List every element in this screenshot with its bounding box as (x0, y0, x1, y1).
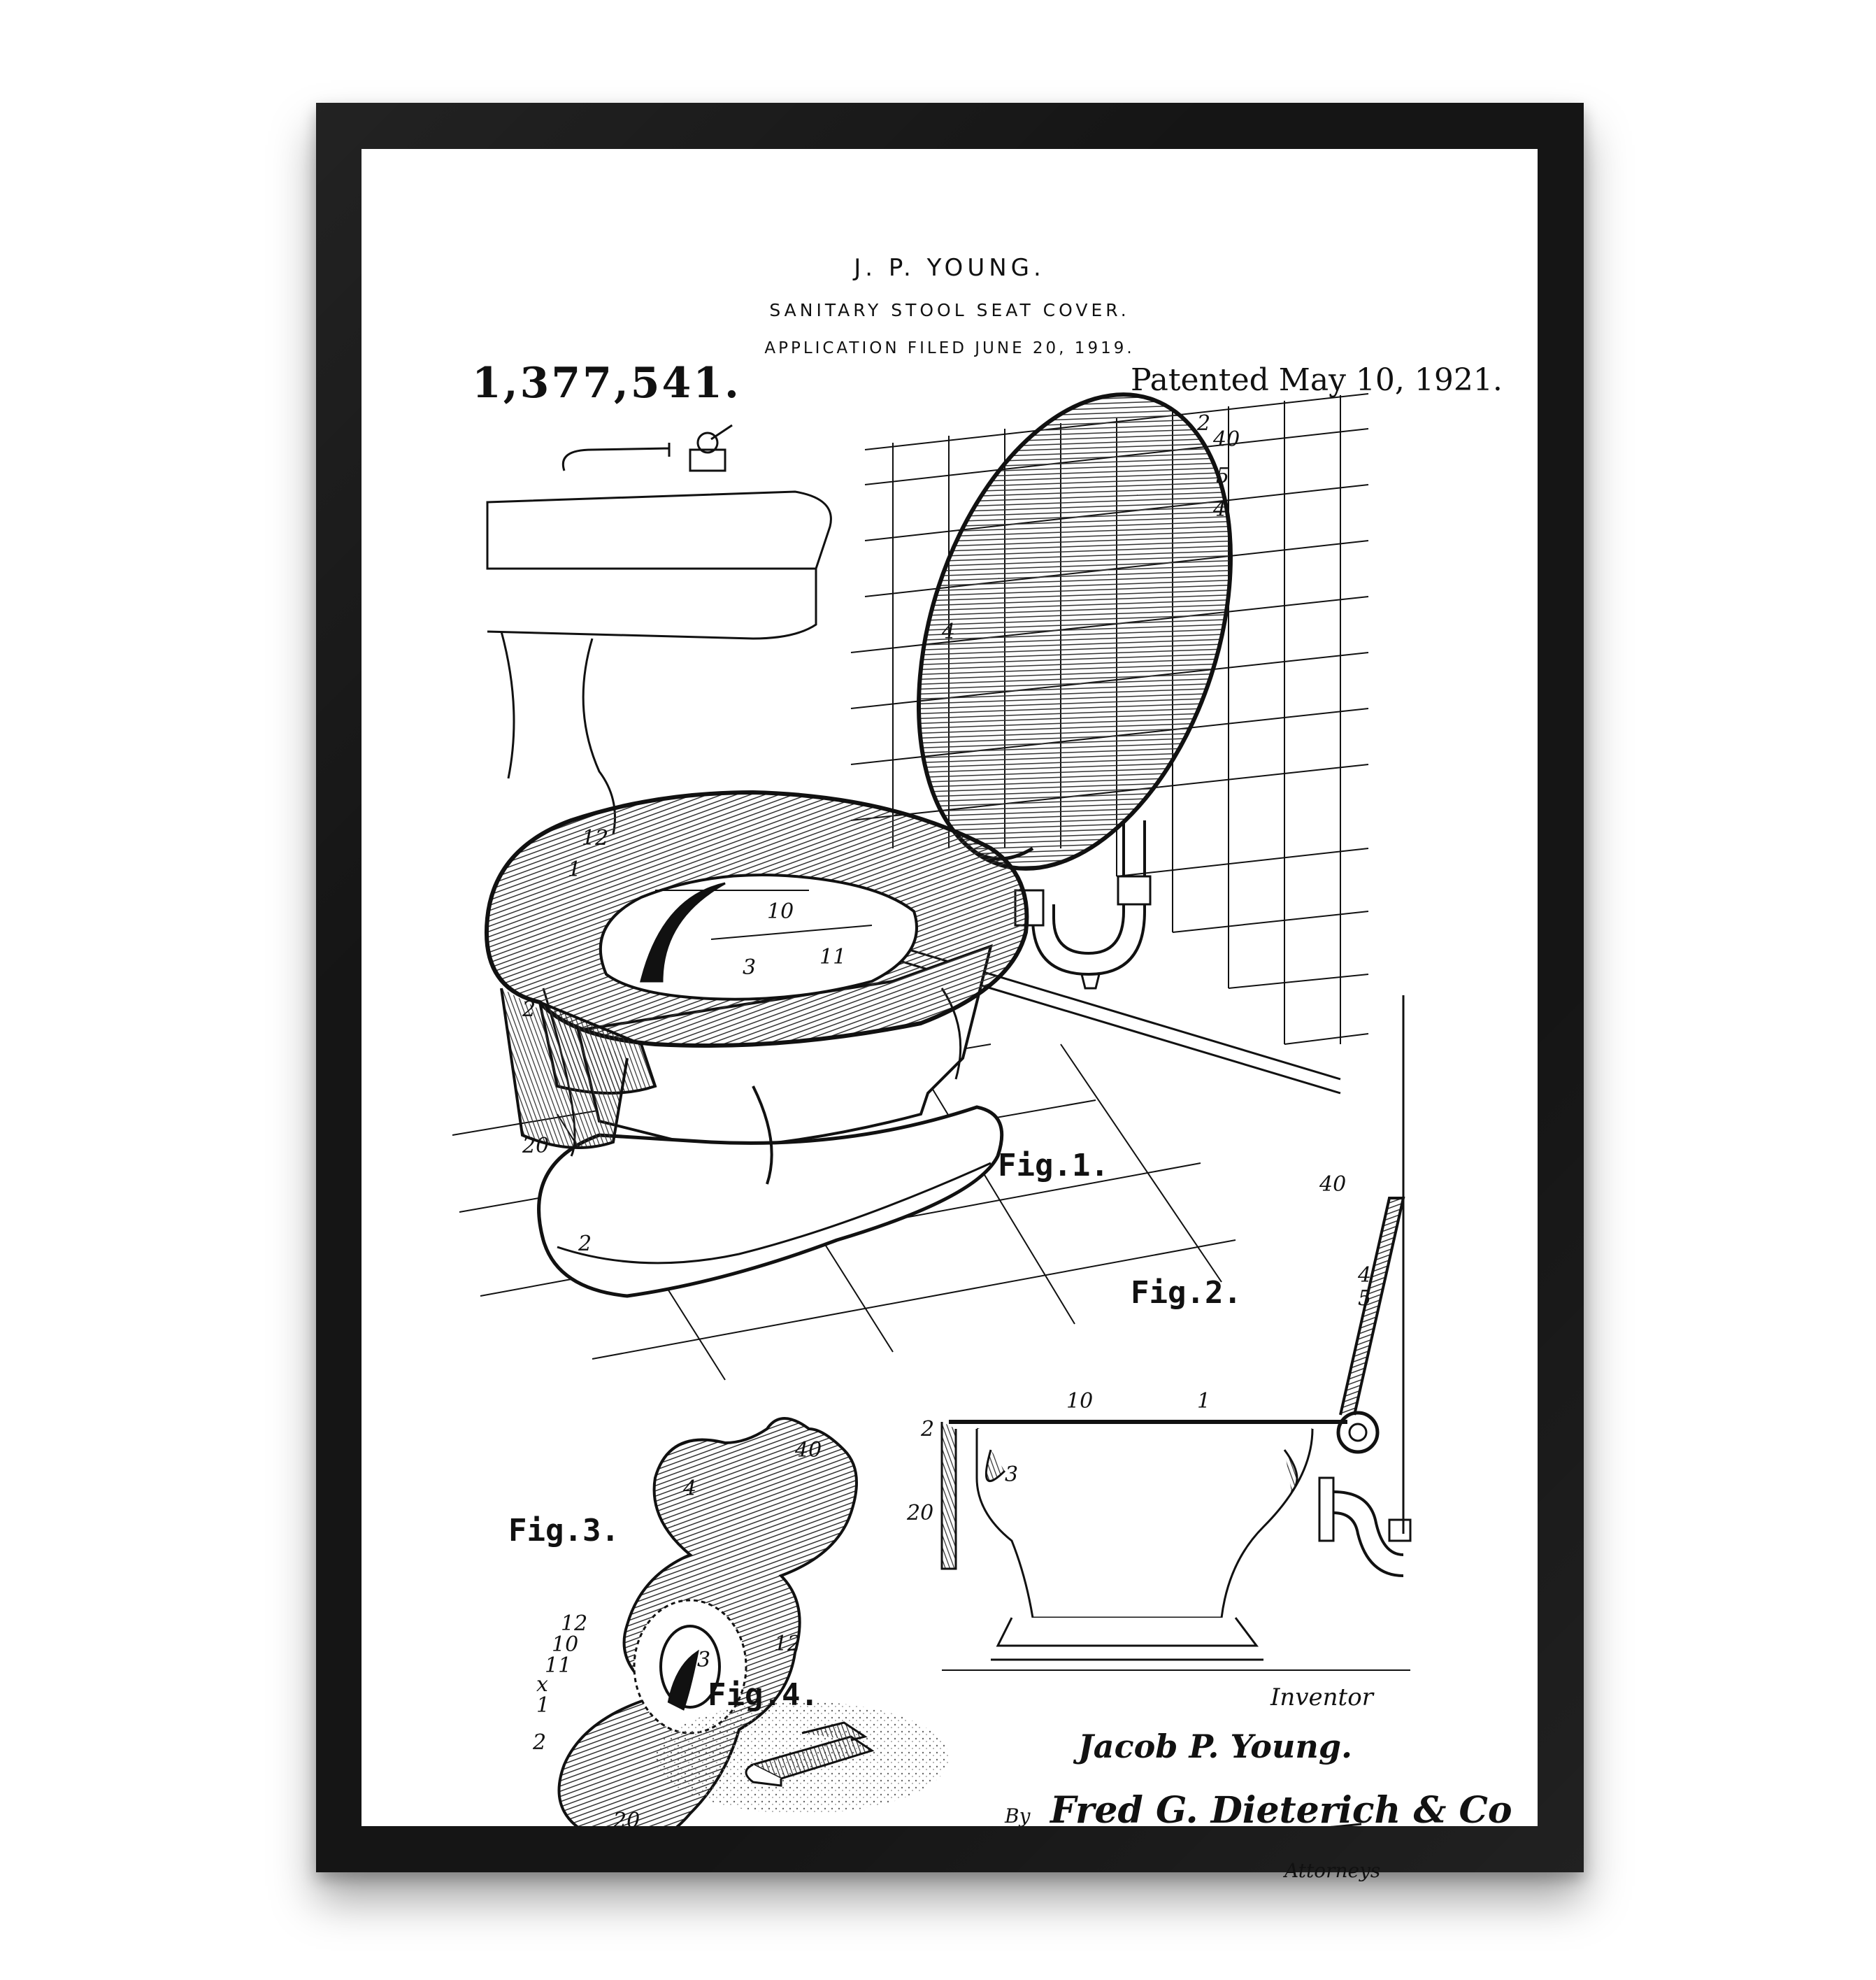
patent-print: J. P. YOUNG. SANITARY STOOL SEAT COVER. … (361, 149, 1538, 1882)
fig3-caption: Fig.3. (508, 1513, 620, 1548)
patent-subject: SANITARY STOOL SEAT COVER. (769, 300, 1130, 320)
fig2-caption: Fig.2. (1131, 1275, 1242, 1311)
fig1-ref-11: 11 (819, 945, 846, 969)
picture-frame: J. P. YOUNG. SANITARY STOOL SEAT COVER. … (316, 103, 1584, 1882)
patent-number: 1,377,541. (472, 359, 741, 408)
fig4-folded-cover: Fig.4. (655, 1677, 949, 1814)
fig1-ref-3: 3 (743, 955, 756, 980)
fig3-ref-10: 10 (552, 1632, 578, 1657)
fig4-caption: Fig.4. (708, 1677, 819, 1713)
fig1-ref-1: 1 (568, 857, 581, 882)
fig1-reference-numerals: 2 40 5 4 4 12 1 10 11 3 2 20 2 (522, 411, 1240, 1256)
fig3-ref-40: 40 (794, 1438, 822, 1462)
fig1-caption: Fig.1. (998, 1148, 1109, 1183)
fig1-ref-5: 5 (1216, 464, 1229, 488)
patent-drawing: 2 40 5 4 4 12 1 10 11 3 2 20 2 Fig.1. (452, 392, 1512, 1826)
fig2-ref-3: 3 (1005, 1462, 1018, 1487)
fig1-ref-4a: 4 (1212, 497, 1226, 522)
fig1-ref-2b: 2 (522, 997, 536, 1022)
fig1-ref-40: 40 (1212, 427, 1240, 452)
fig2-reference-numerals: 40 4 5 10 1 2 3 20 (906, 1172, 1371, 1525)
fig1-ref-12: 12 (582, 826, 608, 850)
attorney-signature: Fred G. Dieterich & Co (1049, 1789, 1512, 1826)
fig2-ref-20: 20 (906, 1501, 933, 1525)
fig1-ref-2c: 2 (578, 1232, 592, 1256)
by-label: By (1004, 1804, 1031, 1826)
wash-basin (486, 424, 832, 835)
fig3-ref-1: 1 (536, 1693, 550, 1718)
inventor-label: Inventor (1270, 1683, 1375, 1711)
fig3-ref-11: 11 (545, 1653, 571, 1678)
fig3-ref-x: x (536, 1672, 548, 1697)
patent-date: Patented May 10, 1921. (1131, 362, 1503, 398)
signature-block: Inventor Jacob P. Young. By Fred G. Diet… (1004, 1683, 1512, 1826)
fig2-ref-2: 2 (920, 1417, 934, 1441)
attorneys-label: Attorneys (1284, 1859, 1381, 1882)
fig2-ref-10: 10 (1066, 1389, 1093, 1413)
fig3-ref-12b: 12 (774, 1632, 801, 1656)
fig3-ref-4: 4 (682, 1476, 696, 1501)
fig2-ref-5: 5 (1358, 1286, 1371, 1311)
fig1-ref-4b: 4 (941, 620, 955, 644)
fig1-ref-20: 20 (522, 1134, 549, 1158)
fig1-scene: 2 40 5 4 4 12 1 10 11 3 2 20 2 Fig.1. (452, 392, 1369, 1381)
fig1-ref-10: 10 (767, 899, 794, 924)
fig2-section: 40 4 5 10 1 2 3 20 Fig.2. (906, 995, 1412, 1671)
fig1-seat (485, 790, 1029, 1149)
inventor-heading: J. P. YOUNG. (854, 254, 1045, 282)
fig3-cover: 4 40 12 10 11 x 1 3 12 2 20 Fig.3. (508, 1417, 858, 1826)
inventor-signature: Jacob P. Young. (1073, 1728, 1352, 1765)
fig3-ref-3: 3 (697, 1648, 710, 1672)
fig2-ref-40: 40 (1319, 1172, 1346, 1197)
fig2-ref-4: 4 (1357, 1263, 1371, 1288)
fig2-ref-1: 1 (1197, 1389, 1210, 1413)
fig3-ref-12a: 12 (561, 1611, 587, 1636)
fig3-reference-numerals: 4 40 12 10 11 x 1 3 12 2 20 (532, 1438, 822, 1826)
fig3-ref-20: 20 (613, 1809, 640, 1826)
fig3-ref-2: 2 (532, 1730, 546, 1755)
application-filed: APPLICATION FILED JUNE 20, 1919. (764, 339, 1135, 357)
fig1-ref-2: 2 (1196, 411, 1210, 436)
